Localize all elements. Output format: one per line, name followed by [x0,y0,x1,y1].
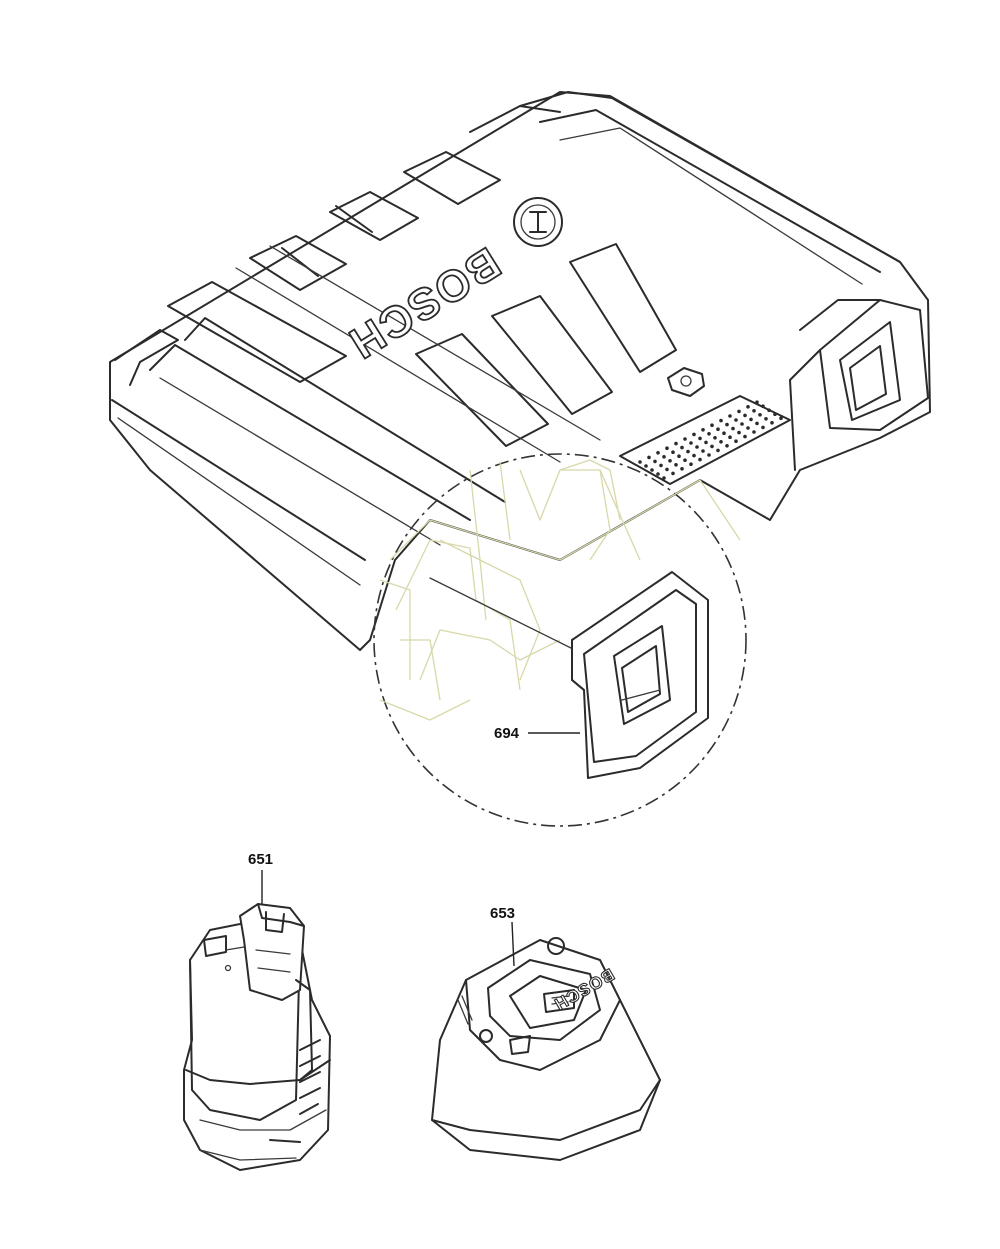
detail-circle-boundary [373,453,747,827]
grip-dot [755,400,759,405]
grip-dot [692,432,696,437]
grip-dot [734,418,738,422]
grip-dot [707,453,711,457]
grip-dot [692,453,696,458]
grip-dot [716,448,720,453]
grip-dot [656,472,660,476]
grip-dot [695,445,699,449]
grip-dot [665,446,669,451]
grip-dot [671,471,675,476]
grip-dot [683,437,687,441]
grip-dot [710,444,714,449]
grip-dot [710,423,714,428]
grip-dot [770,421,774,425]
callout-694: 694 [494,725,520,742]
grip-dot [752,430,756,434]
grip-dot [743,413,747,418]
grip-dot [740,422,744,426]
grip-dot [728,435,732,440]
callout-653: 653 [490,905,515,922]
grip-dot [737,430,741,435]
grip-perforation-pattern [638,400,783,480]
grip-dot [716,427,720,432]
charger-653: BOSCH 653 [431,905,661,1161]
grip-dot [674,441,678,446]
grip-dot [779,416,783,421]
grip-dot [722,431,726,436]
grip-dot [701,428,705,432]
grip-dot [752,409,756,413]
grip-dot [680,445,684,450]
latch-part-694 [571,571,709,779]
grip-dot [719,440,723,444]
grip-dot [764,417,768,421]
grip-dot [761,425,765,430]
grip-dot [647,455,651,460]
carrying-case: BOSCH [109,91,931,651]
grip-dot [746,405,750,409]
grip-dot [731,426,735,431]
grip-dot [680,467,684,471]
grip-dot [701,449,705,453]
grip-dot [659,463,663,468]
grip-dot [719,418,723,423]
grip-dot [689,441,693,445]
grip-dot [698,457,702,462]
grip-dot [644,464,648,468]
grip-dot [737,409,741,414]
grip-dot [689,462,693,467]
grip-dot [665,467,669,472]
grip-dot [725,422,729,427]
grip-dot [638,460,642,464]
grip-dot [653,459,657,464]
battery-pack-651: 651 [183,851,331,1171]
grip-dot [671,450,675,455]
grip-dot [677,454,681,459]
detail-callout: 694 [373,453,747,827]
grip-dot [698,436,702,441]
callout-651: 651 [248,851,273,868]
grip-dot [749,417,753,422]
grip-dot [725,444,729,448]
grip-dot [713,436,717,440]
grip-dot [743,434,747,439]
grip-dot [758,413,762,417]
grip-dot [746,426,750,430]
grip-dot [761,404,765,409]
grip-dot [683,458,687,463]
grip-dot [773,412,777,417]
grip-dot [662,476,666,480]
grip-dot [686,449,690,454]
grip-dot [767,408,771,413]
grip-dot [662,455,666,459]
grip-dot [728,414,732,418]
grip-dot [755,421,759,426]
grip-dot [707,432,711,436]
grip-dot [650,468,654,472]
grip-dot [668,459,672,463]
grip-dot [734,439,738,444]
grip-dot [674,463,678,467]
grip-dot [704,440,708,445]
grip-dot [656,451,660,455]
